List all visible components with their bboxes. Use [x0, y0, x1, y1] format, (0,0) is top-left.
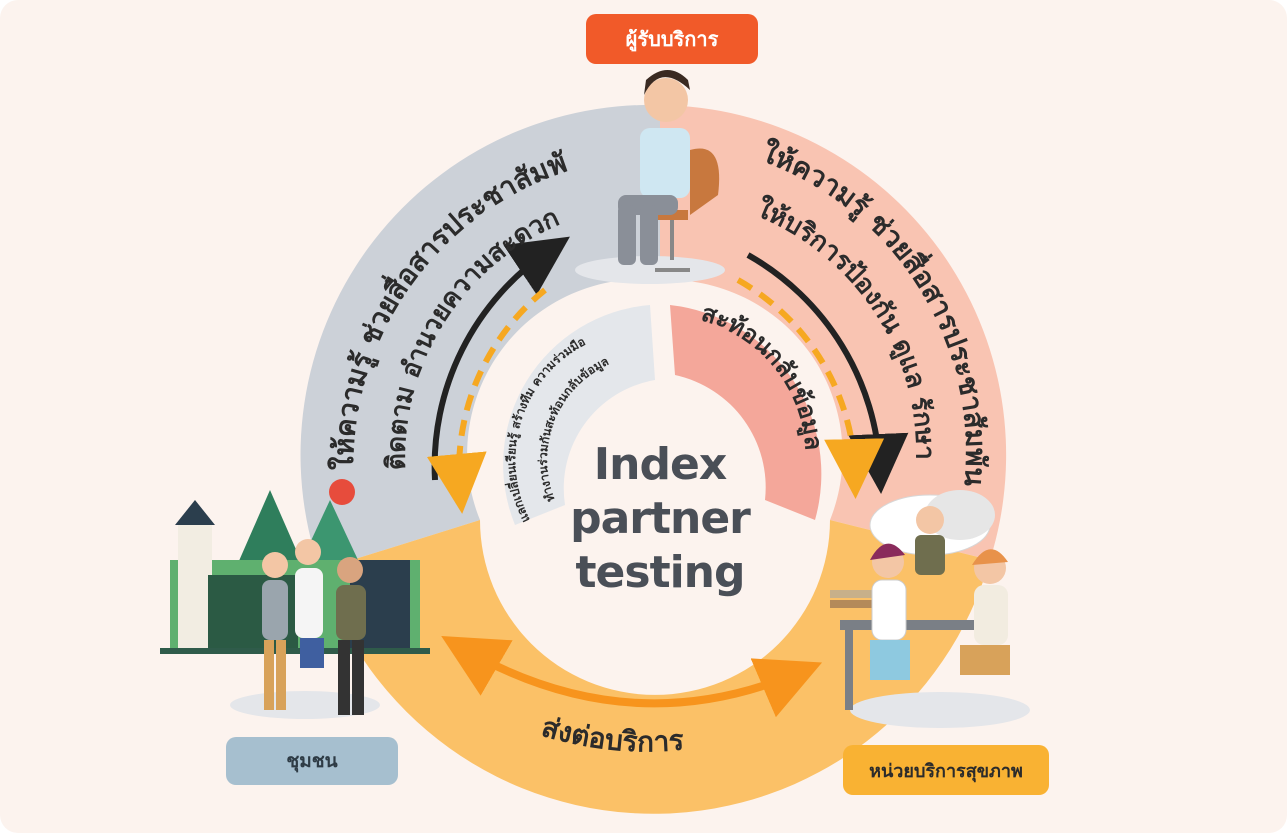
health-service-illustration — [830, 490, 1030, 728]
center-title-line-1: Index — [593, 439, 727, 490]
gray-segment — [300, 104, 660, 570]
inner-gray-band — [503, 305, 655, 525]
label-community: ชุมชน — [226, 737, 398, 785]
left-dashed-arrow — [426, 287, 547, 514]
left-solid-arrow — [431, 236, 570, 481]
red-dot — [329, 479, 355, 505]
orange-segment — [320, 520, 990, 814]
label-health-service: หน่วยบริการสุขภาพ — [843, 745, 1049, 795]
right-dashed-arrow — [736, 277, 885, 499]
right-solid-arrow — [746, 252, 909, 494]
label-client: ผู้รับบริการ — [586, 14, 758, 64]
seated-client-illustration — [575, 70, 725, 284]
center-title-line-2: partner — [570, 493, 751, 544]
center-title-line-3: testing — [575, 547, 746, 598]
community-village-illustration — [160, 490, 430, 719]
bottom-double-arrow — [441, 636, 823, 718]
inner-pink-band — [670, 305, 822, 520]
center-title: Index partner testing — [560, 438, 760, 600]
